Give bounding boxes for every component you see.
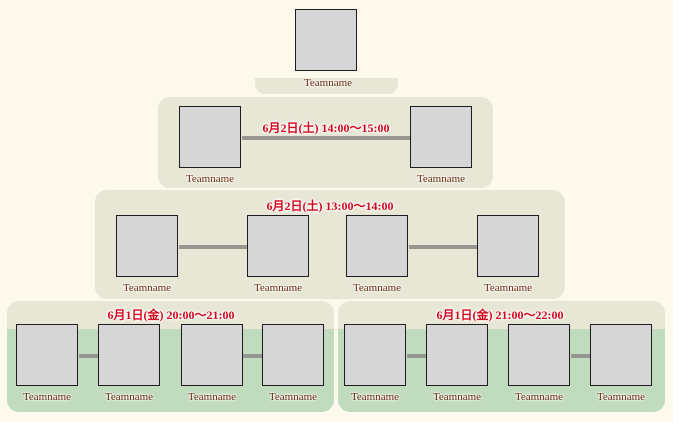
round1-right-team-name-4: Teamname	[596, 391, 646, 403]
round1-left-slot-1[interactable]	[16, 324, 78, 386]
round1-left-team-name-3: Teamname	[187, 391, 237, 403]
semifinal-slot-3[interactable]	[346, 215, 408, 277]
semifinal-team-name-3: Teamname	[352, 282, 402, 294]
round1-right-slot-2[interactable]	[426, 324, 488, 386]
semifinal-slot-1[interactable]	[116, 215, 178, 277]
round1-right-slot-4[interactable]	[590, 324, 652, 386]
final-time: 6月2日(土) 14:00～15:00	[262, 121, 390, 135]
round1-right-connector-1	[407, 354, 426, 358]
semifinal-team-name-1: Teamname	[122, 282, 172, 294]
final-slot-2[interactable]	[410, 106, 472, 168]
round1-right-slot-3[interactable]	[508, 324, 570, 386]
round1-right-slot-1[interactable]	[344, 324, 406, 386]
final-team-name-1: Teamname	[185, 173, 235, 185]
round1-left-team-name-4: Teamname	[268, 391, 318, 403]
semifinal-slot-2[interactable]	[247, 215, 309, 277]
round1-left-slot-2[interactable]	[98, 324, 160, 386]
semifinal-time: 6月2日(土) 13:00～14:00	[266, 199, 394, 213]
round1-left-slot-4[interactable]	[262, 324, 324, 386]
semifinal-slot-4[interactable]	[477, 215, 539, 277]
champion-slot[interactable]	[295, 9, 357, 71]
round1-left-connector-2	[243, 354, 262, 358]
final-slot-1[interactable]	[179, 106, 241, 168]
final-team-name-2: Teamname	[416, 173, 466, 185]
final-connector	[242, 136, 410, 140]
champion-tab	[255, 78, 398, 94]
champion-name: Teamname	[303, 77, 353, 89]
round1-right-time: 6月1日(金) 21:00～22:00	[436, 308, 564, 322]
round1-right-team-name-3: Teamname	[514, 391, 564, 403]
semifinal-team-name-2: Teamname	[253, 282, 303, 294]
round1-left-slot-3[interactable]	[181, 324, 243, 386]
round1-left-team-name-2: Teamname	[104, 391, 154, 403]
round1-left-connector-1	[79, 354, 98, 358]
semifinal-team-name-4: Teamname	[483, 282, 533, 294]
semifinal-connector-1	[179, 245, 247, 249]
semifinal-connector-2	[409, 245, 477, 249]
round1-right-team-name-1: Teamname	[350, 391, 400, 403]
round1-right-team-name-2: Teamname	[432, 391, 482, 403]
round1-left-team-name-1: Teamname	[22, 391, 72, 403]
round1-left-time: 6月1日(金) 20:00～21:00	[107, 308, 235, 322]
round1-right-connector-2	[571, 354, 590, 358]
